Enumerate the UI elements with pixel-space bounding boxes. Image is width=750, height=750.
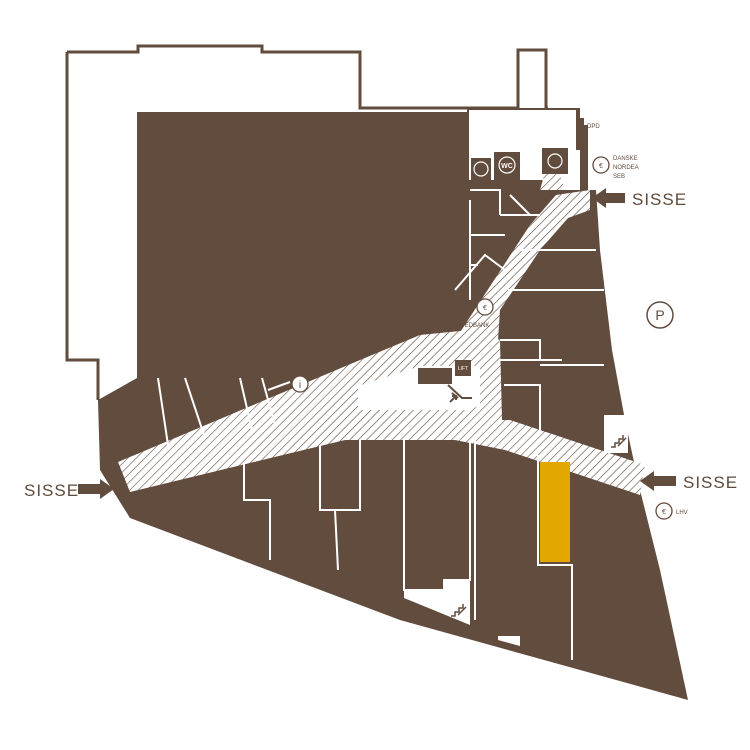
- atm-icon: €: [476, 298, 494, 316]
- svg-text:P: P: [655, 307, 664, 323]
- entrance-label-right[interactable]: SISSE: [683, 473, 738, 492]
- dpd-label: DPD: [587, 124, 600, 130]
- lift-label: LIFT: [458, 366, 468, 372]
- parking-icon[interactable]: P: [646, 301, 674, 329]
- escalator-icon: [447, 384, 472, 403]
- arrow-icon: [592, 188, 625, 208]
- bank-label-seb: SEB: [613, 174, 625, 180]
- stairs-icon: [611, 435, 627, 448]
- wc-icon: [498, 156, 516, 174]
- lift-icon[interactable]: [455, 360, 471, 376]
- wheelchair-icon: [473, 161, 489, 177]
- entrance-label-left[interactable]: SISSE: [24, 481, 79, 500]
- svg-text:€: €: [662, 509, 666, 516]
- atm-icon-bg: [542, 148, 568, 174]
- lhv-label: LHV: [676, 510, 688, 516]
- atm-icon: [547, 153, 563, 169]
- svg-text:i: i: [299, 380, 301, 391]
- arrow-icon: [640, 471, 676, 491]
- bank-label-danske: DANSKE: [613, 156, 638, 162]
- dpd-marker: [577, 118, 584, 136]
- walkway-top-branch: [540, 172, 565, 190]
- svg-text:€: €: [599, 163, 603, 170]
- atm-icon: €: [592, 156, 610, 174]
- bank-label-nordea: NORDEA: [613, 165, 639, 171]
- atm-icon: €: [655, 502, 673, 520]
- highlighted-shop[interactable]: [540, 462, 570, 562]
- stair-area-bottom: [404, 580, 470, 625]
- stair-area-right: [604, 415, 628, 453]
- bottom-notch: [498, 636, 520, 646]
- walkway-west: [118, 330, 645, 495]
- store-dividers: [157, 189, 604, 660]
- escalator-block: [418, 368, 452, 384]
- swedbank-label: SWEDBANK: [455, 323, 489, 329]
- svg-text:€: €: [483, 305, 487, 312]
- entrance-label-top-right[interactable]: SISSE: [632, 190, 687, 209]
- outer-building-outline: [65, 44, 548, 400]
- wc-label: WC: [501, 163, 513, 170]
- arrow-icon: [78, 479, 114, 499]
- stairs-icon: [451, 604, 467, 617]
- info-icon[interactable]: i: [291, 375, 309, 393]
